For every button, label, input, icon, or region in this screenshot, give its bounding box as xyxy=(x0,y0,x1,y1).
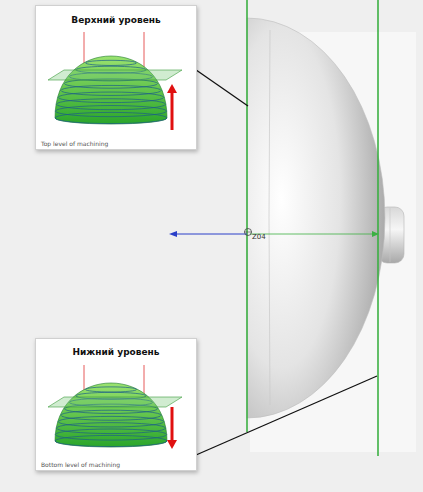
contour-line xyxy=(61,85,161,95)
direction-arrow xyxy=(171,407,174,441)
mini-dome xyxy=(55,56,167,124)
tooltip-panel: Верхний уровеньTop level of machining xyxy=(35,5,197,150)
contour-line xyxy=(58,92,164,103)
origin-mark xyxy=(245,229,252,236)
axis-z xyxy=(176,234,247,235)
panel-title: Нижний уровень xyxy=(36,347,196,357)
panel-title: Верхний уровень xyxy=(36,15,196,25)
panel-caption: Top level of machining xyxy=(41,140,108,147)
panel-caption: Bottom level of machining xyxy=(41,461,120,468)
tooltip-panel: Нижний уровеньBottom level of machining xyxy=(35,338,197,471)
origin-mark xyxy=(244,232,252,233)
axis-arrow xyxy=(169,231,177,237)
level-plane xyxy=(48,70,182,80)
direction-arrow xyxy=(171,92,174,130)
level-line xyxy=(246,0,248,432)
axis-x xyxy=(250,234,372,235)
contour-line xyxy=(85,387,136,392)
level-plane xyxy=(48,397,182,407)
direction-arrow xyxy=(167,84,177,93)
contour-line xyxy=(85,60,136,65)
leader-line xyxy=(180,376,377,462)
panel-illustration xyxy=(36,6,196,149)
axis-arrow xyxy=(372,231,379,237)
panel-illustration xyxy=(36,339,196,470)
contour-line xyxy=(55,429,166,440)
boss-edge xyxy=(390,208,391,262)
mini-dome xyxy=(55,383,167,447)
level-line xyxy=(377,0,379,456)
contour-line xyxy=(56,99,165,110)
contour-line xyxy=(55,435,167,446)
contour-line xyxy=(56,423,165,434)
contour-line xyxy=(55,112,167,123)
contour-line xyxy=(58,416,164,427)
direction-arrow xyxy=(167,440,177,449)
dome xyxy=(247,18,385,418)
contour-line xyxy=(55,106,166,117)
origin-label: Z04 xyxy=(252,233,266,241)
contour-line xyxy=(61,410,161,420)
dome-edge xyxy=(269,30,270,405)
